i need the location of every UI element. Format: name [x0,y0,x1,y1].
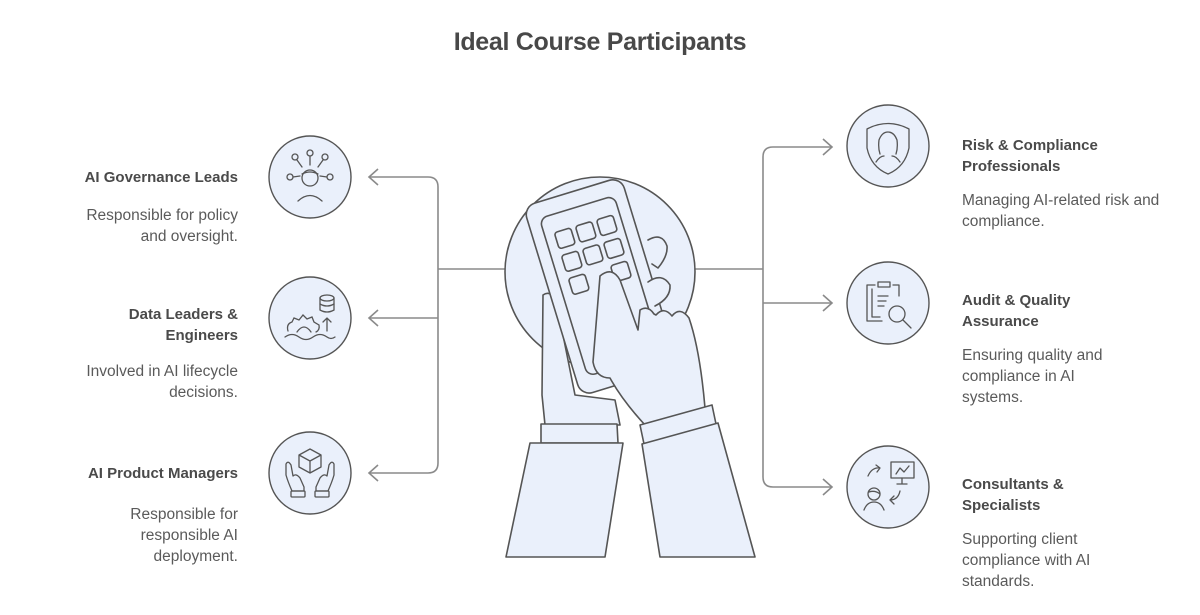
participant-risk-compliance: Risk & Compliance Professionals Managing… [962,135,1172,232]
participant-heading: AI Governance Leads [84,169,238,186]
participant-description: Ensuring quality and compliance in AI sy… [962,347,1103,406]
shield-person-icon [866,122,910,175]
governance-network-person-icon [286,149,334,202]
participant-consultants-specialists: Consultants & Specialists Supporting cli… [962,474,1172,592]
participant-description: Responsible for responsible AI deploymen… [130,506,238,565]
participant-audit-quality: Audit & Quality Assurance Ensuring quali… [962,290,1172,408]
database-gear-icon [284,294,336,341]
hands-box-icon [285,448,335,498]
participant-heading: Risk & Compliance Professionals [962,137,1098,175]
participant-description: Involved in AI lifecycle decisions. [86,363,238,401]
consultant-presentation-icon [863,461,915,511]
participant-heading: Audit & Quality Assurance [962,292,1071,330]
participant-heading: Consultants & Specialists [962,476,1064,514]
left-connectors [367,168,505,482]
participant-ai-governance-leads: AI Governance Leads Responsible for poli… [38,167,238,247]
participant-heading: Data Leaders & Engineers [128,306,238,344]
participant-ai-product-managers: AI Product Managers Responsible for resp… [38,463,238,567]
participant-description: Supporting client compliance with AI sta… [962,531,1091,590]
right-connectors [693,138,834,496]
clipboard-magnifier-icon [866,281,912,329]
participant-heading: AI Product Managers [87,465,238,482]
participant-description: Responsible for policy and oversight. [86,207,238,245]
page-title: Ideal Course Participants [453,28,747,56]
hands-tablet-icon [504,176,756,558]
right-icon-circles [846,104,930,529]
participant-description: Managing AI-related risk and compliance. [962,192,1160,230]
left-icon-circles [268,135,352,515]
participant-data-leaders-engineers: Data Leaders & Engineers Involved in AI … [38,304,238,403]
